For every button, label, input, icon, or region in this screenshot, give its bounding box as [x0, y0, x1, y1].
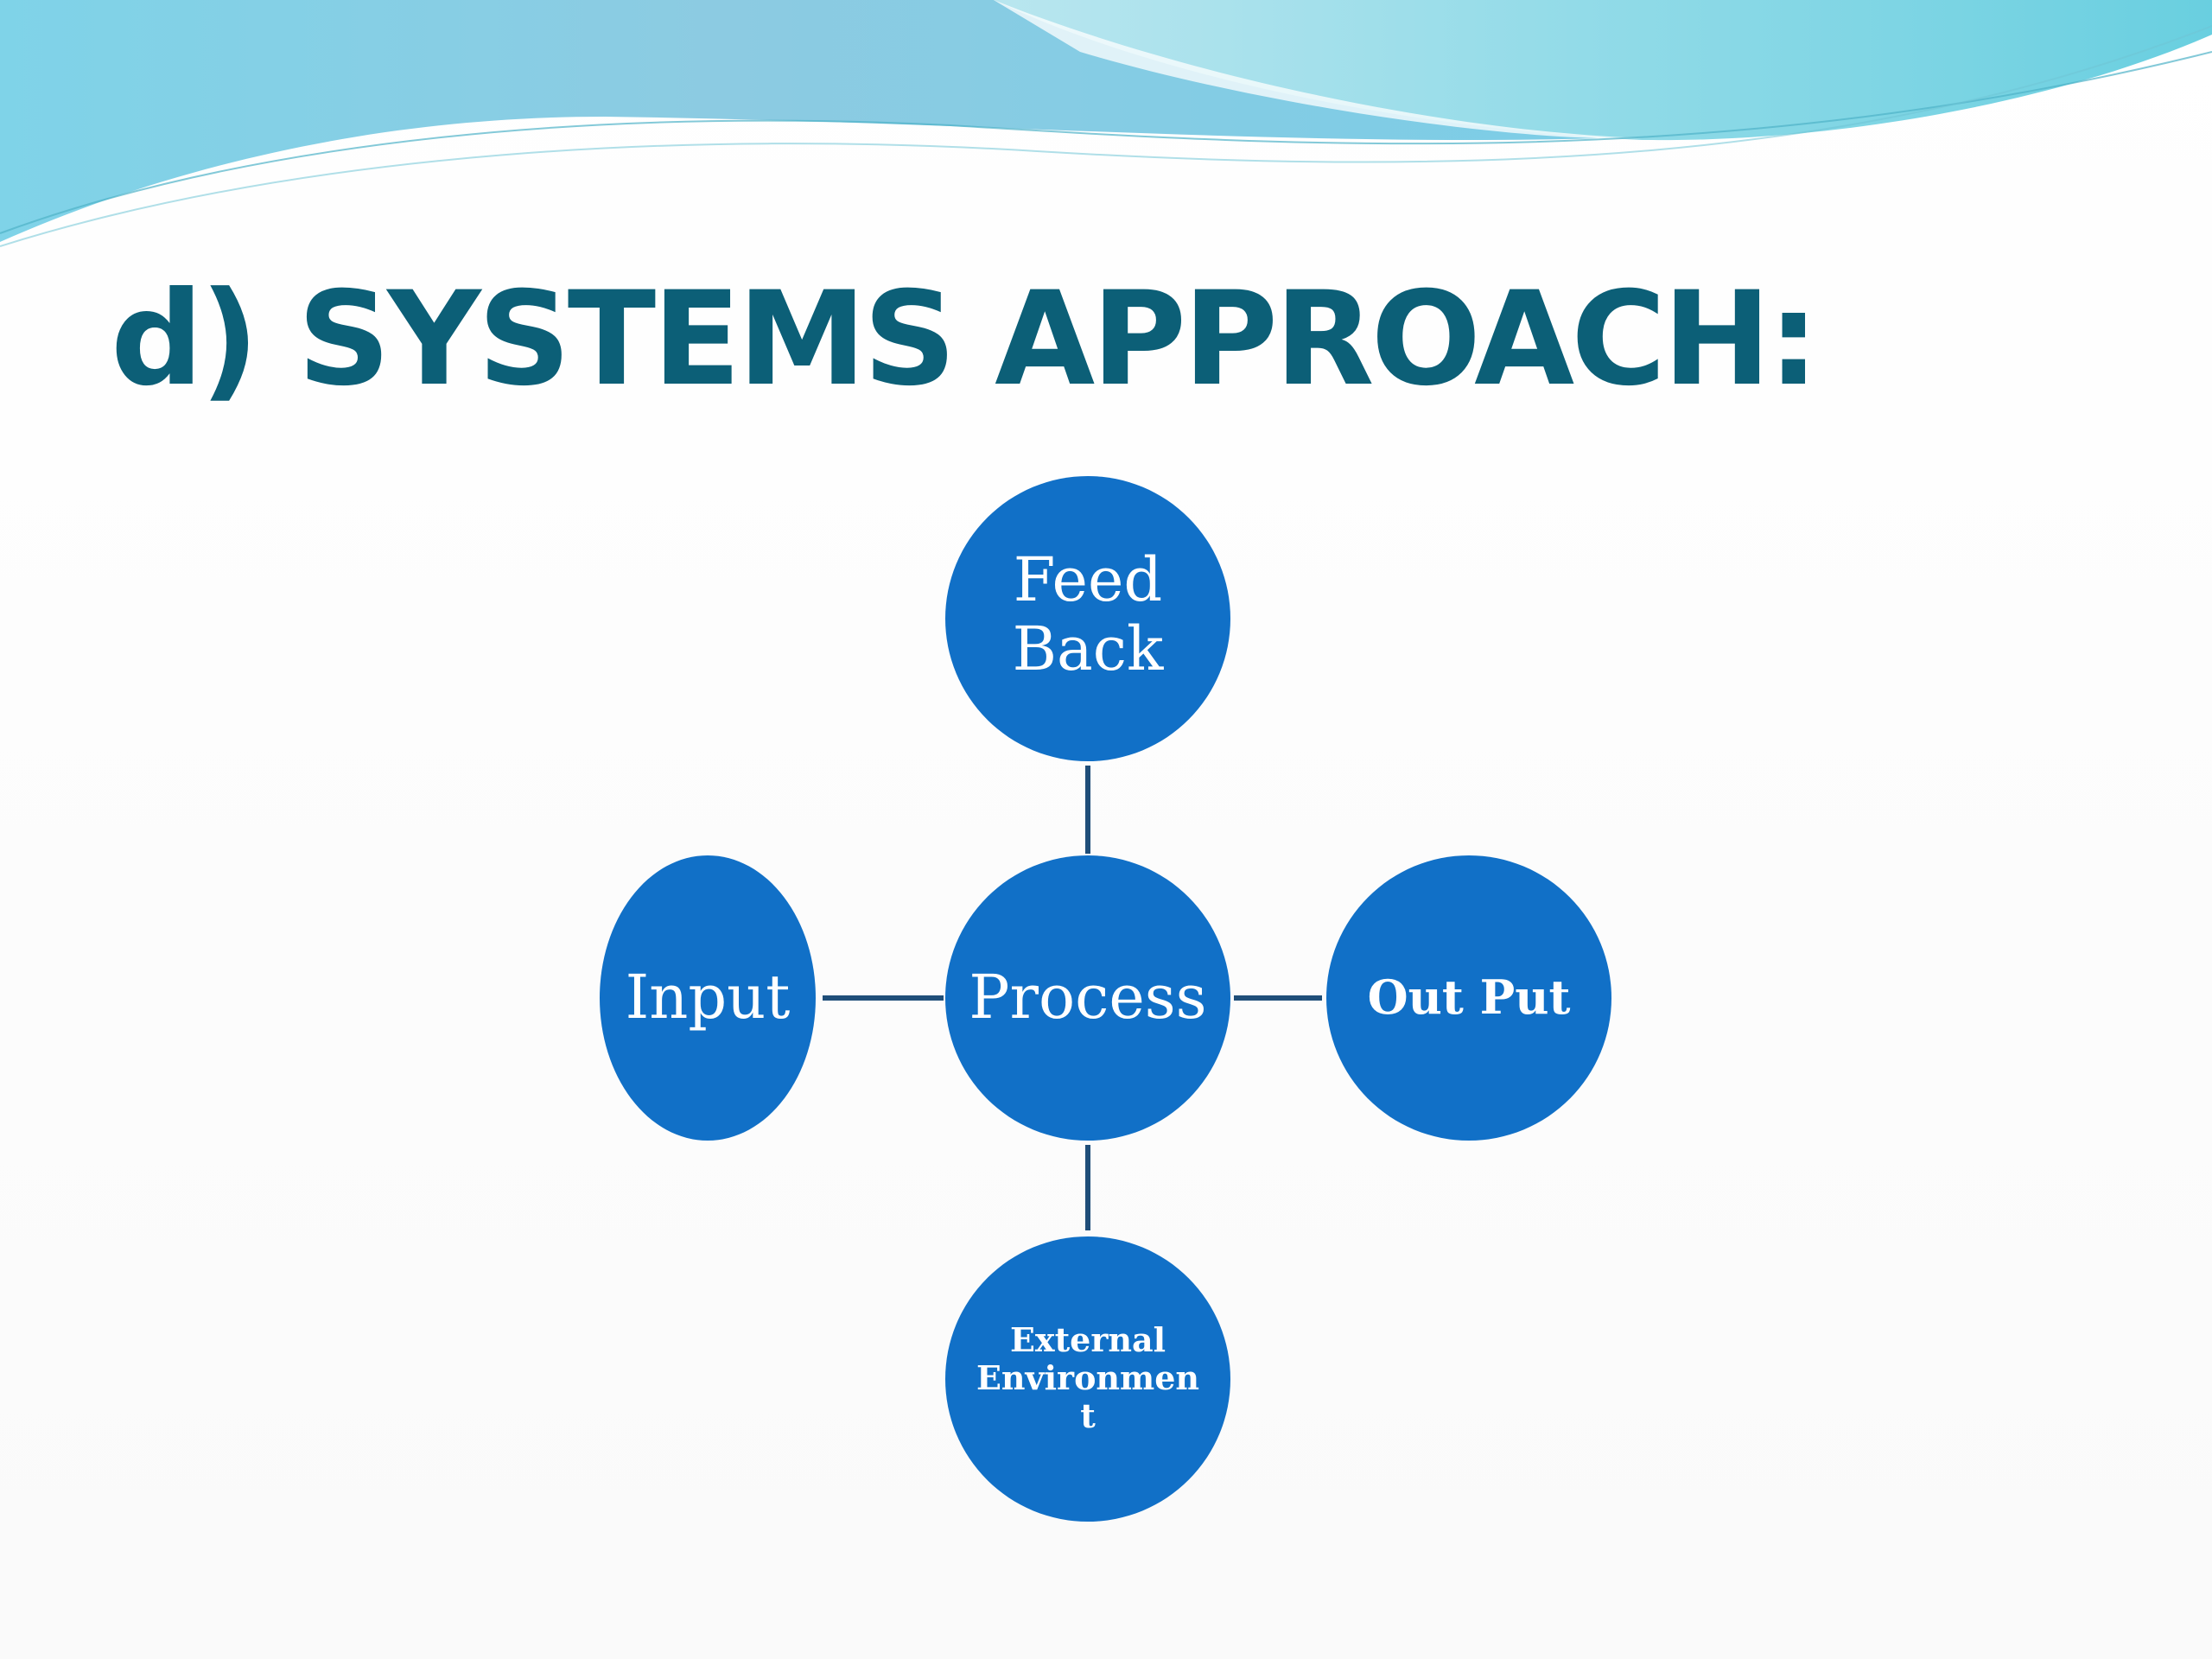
node-input: Input: [600, 855, 816, 1141]
node-environment-label-line2: Environmen: [976, 1358, 1199, 1397]
node-environment-label-line3: t: [1080, 1396, 1096, 1435]
node-output: Out Put: [1326, 855, 1611, 1141]
wave-line-1: [0, 51, 2212, 234]
node-input-label: Input: [626, 962, 791, 1033]
node-feedback-label-line1: Feed: [1014, 544, 1162, 615]
node-environment: External Environmen t: [945, 1236, 1230, 1522]
node-environment-label-line1: External: [1010, 1320, 1166, 1359]
node-process-label: Process: [969, 962, 1206, 1033]
wave-line-2: [0, 25, 2212, 247]
node-feedback: Feed Back: [945, 476, 1230, 761]
node-process: Process: [945, 855, 1230, 1141]
node-output-label: Out Put: [1368, 969, 1571, 1025]
node-feedback-label-line2: Back: [1013, 613, 1164, 684]
wave-band-right: [994, 0, 2212, 141]
header-wave-decoration: [0, 0, 2212, 247]
slide-title: d) SYSTEMS APPROACH:: [111, 264, 1820, 415]
